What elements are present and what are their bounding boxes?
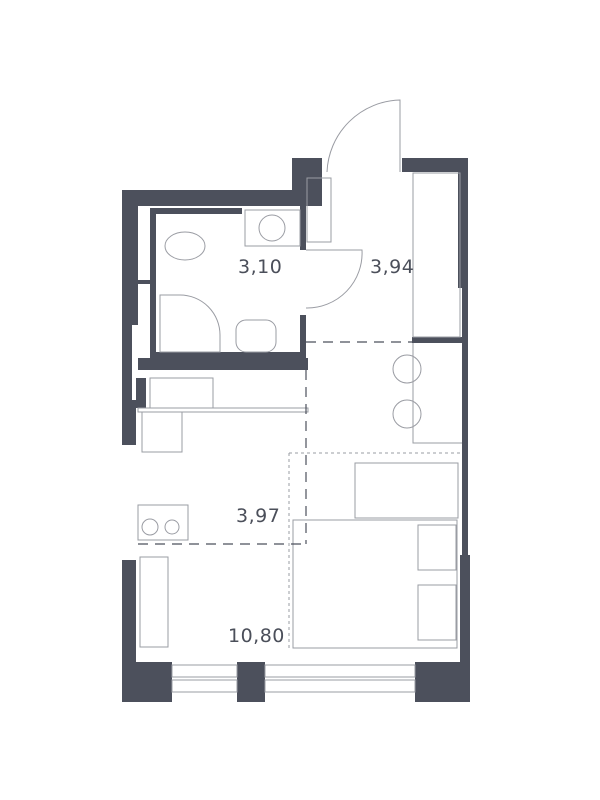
room-area-bathroom: 3,10 bbox=[238, 256, 283, 278]
walls bbox=[122, 158, 470, 702]
room-area-living: 10,80 bbox=[228, 625, 285, 647]
zone-dividers bbox=[138, 341, 412, 545]
room-area-hallway: 3,94 bbox=[370, 256, 415, 278]
room-area-kitchen: 3,97 bbox=[236, 505, 281, 527]
fixtures bbox=[137, 99, 462, 693]
